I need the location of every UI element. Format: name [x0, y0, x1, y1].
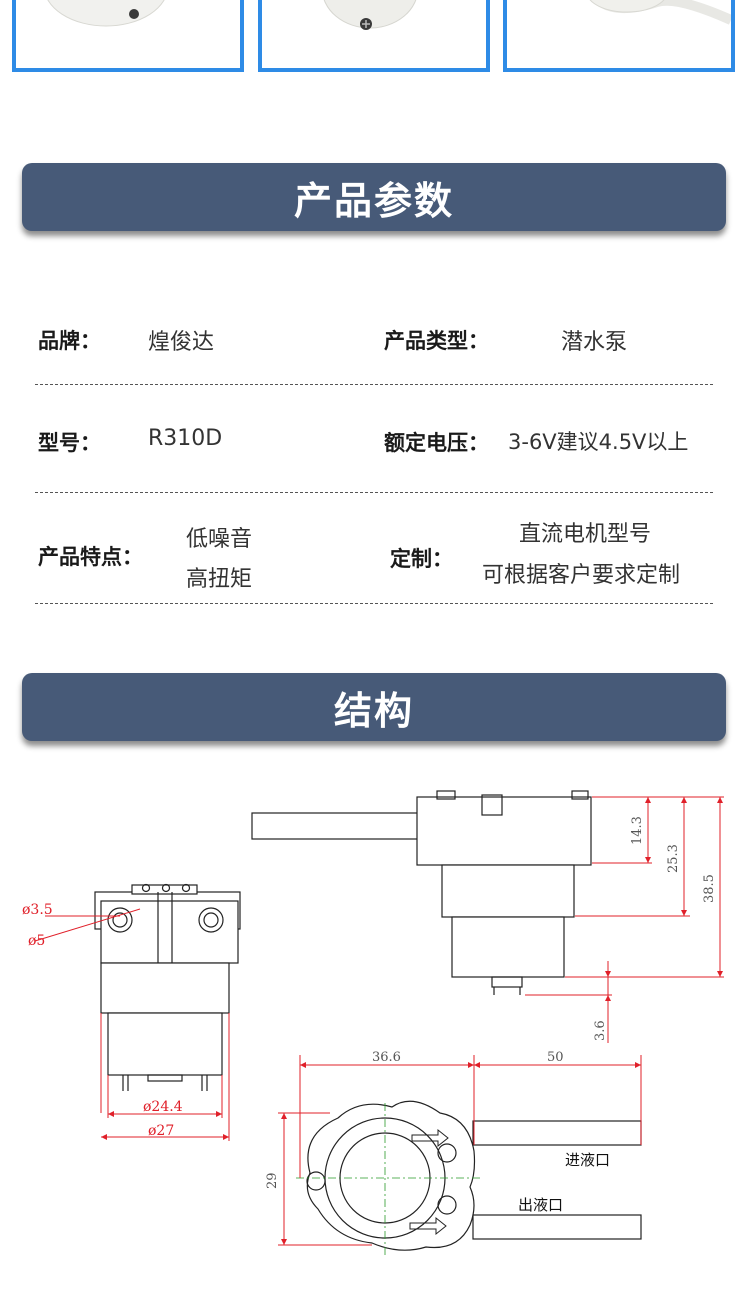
custom-label: 定制：	[390, 547, 453, 571]
product-thumbnail-3	[503, 0, 735, 72]
pump-photo-1	[47, 0, 165, 27]
features-label: 产品特点：	[38, 545, 143, 569]
pump-photo-2	[323, 0, 417, 30]
brand-value: 煌俊达	[148, 330, 215, 355]
custom-line2: 可根据客户要求定制	[482, 563, 681, 588]
inlet-label: 进液口	[565, 1151, 610, 1169]
dim-50: 50	[547, 1050, 564, 1065]
dim-38-5: 38.5	[702, 874, 717, 903]
divider	[35, 384, 713, 385]
params-banner: 产品参数	[22, 163, 726, 231]
model-value: R310D	[148, 426, 223, 451]
dim-flange-diameter: ø27	[148, 1123, 174, 1139]
divider	[35, 603, 713, 604]
custom-line1: 直流电机型号	[519, 522, 652, 547]
features-line2: 高扭矩	[186, 567, 253, 592]
outlet-label: 出液口	[518, 1196, 563, 1214]
dim-25-3: 25.3	[666, 844, 681, 873]
dim-hole-small: ø3.5	[22, 902, 53, 918]
product-thumbnail-2	[258, 0, 490, 72]
structure-banner-title: 结构	[333, 688, 414, 733]
dim-36-6: 36.6	[372, 1050, 401, 1065]
type-label: 产品类型：	[384, 329, 489, 353]
model-label: 型号：	[38, 431, 101, 455]
side-view	[251, 790, 592, 995]
brand-label: 品牌：	[38, 329, 101, 353]
dimension-drawing: ø3.5 ø5 ø24.4 ø27 14.3 25.3 38.5 3.6 36.…	[22, 790, 724, 1255]
type-value: 潜水泵	[561, 330, 628, 355]
front-view	[94, 883, 241, 1091]
features-line1: 低噪音	[186, 527, 253, 552]
params-banner-title: 产品参数	[293, 178, 454, 223]
dim-29: 29	[265, 1172, 280, 1189]
pump-photo-3	[589, 0, 731, 25]
structure-banner: 结构	[22, 673, 726, 741]
voltage-value: 3-6V建议4.5V以上	[508, 430, 689, 454]
divider	[35, 492, 713, 493]
dim-body-diameter: ø24.4	[143, 1099, 183, 1115]
voltage-label: 额定电压：	[384, 431, 489, 455]
dim-hole-large: ø5	[28, 933, 45, 949]
dim-14-3: 14.3	[630, 816, 645, 845]
product-thumbnail-1	[12, 0, 244, 72]
dim-3-6: 3.6	[593, 1020, 608, 1041]
